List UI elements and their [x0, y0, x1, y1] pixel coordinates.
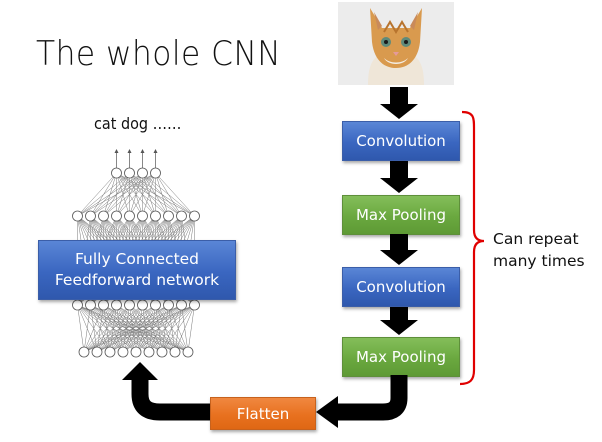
network-node [189, 210, 200, 222]
network-node [143, 346, 155, 358]
network-node [72, 210, 83, 222]
network-connection [77, 304, 98, 353]
network-node [111, 167, 122, 179]
output-arrow-head [127, 149, 132, 153]
network-node [150, 210, 161, 222]
network-connection [103, 172, 117, 217]
down-arrow-1 [380, 87, 418, 119]
network-connection [77, 172, 117, 217]
network-node [104, 346, 116, 358]
network-connection [129, 304, 189, 353]
network-node [72, 299, 83, 311]
network-node [176, 299, 187, 311]
network-connection [77, 304, 137, 353]
fc-label-line2: Feedforward network [54, 271, 220, 289]
network-connection [116, 172, 156, 217]
network-node [182, 346, 194, 358]
repeat-annotation-line1: Can repeat [493, 230, 579, 248]
repeat-annotation-line2: many times [493, 252, 585, 270]
down-arrow-3 [380, 234, 418, 265]
network-node [163, 299, 174, 311]
cat-photo-icon [338, 2, 454, 85]
network-connection [77, 304, 111, 353]
network-node [137, 167, 148, 179]
network-connection [155, 304, 189, 353]
max-pooling-block-1: Max Pooling [342, 195, 460, 235]
network-connection [142, 304, 189, 353]
network-connection [116, 304, 189, 353]
arrow-to-flatten [334, 375, 408, 421]
network-node [78, 346, 90, 358]
convolution-block-1: Convolution [342, 121, 460, 161]
network-connection [129, 172, 195, 217]
network-connection [187, 304, 195, 353]
network-connection [116, 172, 182, 217]
network-connection [181, 304, 189, 353]
output-arrow-head [140, 149, 145, 153]
network-node [130, 346, 142, 358]
network-connection [168, 304, 189, 353]
convolution-block-2: Convolution [342, 267, 460, 307]
network-node [98, 299, 109, 311]
input-image [338, 2, 454, 85]
network-connection [77, 304, 176, 353]
network-connection [90, 172, 117, 217]
network-node [176, 210, 187, 222]
network-node [150, 167, 161, 179]
down-arrow-2 [380, 161, 418, 193]
fc-label-line1: Fully Connected [74, 250, 200, 268]
network-node [137, 210, 148, 222]
network-node [117, 346, 129, 358]
max-pooling-block-2: Max Pooling [342, 337, 460, 377]
network-connection [155, 172, 195, 217]
fully-connected-block: Fully Connected Feedforward network [38, 240, 236, 300]
down-arrow-4 [380, 307, 418, 335]
output-labels: cat dog …… [94, 114, 182, 133]
network-connection [142, 172, 195, 217]
output-arrow-head [114, 149, 119, 153]
network-connection [116, 172, 143, 217]
network-node [137, 299, 148, 311]
network-connection [77, 304, 150, 353]
network-connection [77, 304, 124, 353]
repeat-annotation: Can repeat many times [493, 228, 585, 272]
output-arrow-head [153, 149, 158, 153]
network-connection [77, 304, 189, 353]
network-node [189, 299, 200, 311]
network-node [124, 299, 135, 311]
network-node [150, 299, 161, 311]
network-node [85, 299, 96, 311]
network-connection [90, 304, 189, 353]
network-connection [103, 304, 189, 353]
network-connection [116, 172, 130, 217]
network-connection [77, 304, 85, 353]
slide-title: The whole CNN [36, 34, 282, 74]
network-node [111, 299, 122, 311]
network-node [156, 346, 168, 358]
network-node [163, 210, 174, 222]
network-node [98, 210, 109, 222]
network-connection [77, 304, 163, 353]
arrow-to-network-head [122, 362, 158, 380]
arrow-to-flatten-head [316, 396, 338, 428]
network-connection [116, 172, 169, 217]
network-node [124, 210, 135, 222]
network-node [169, 346, 181, 358]
network-node [91, 346, 103, 358]
arrow-to-network [131, 378, 210, 421]
repeat-brace [459, 110, 485, 386]
network-node [111, 210, 122, 222]
flatten-block: Flatten [210, 397, 316, 430]
network-node [124, 167, 135, 179]
network-node [85, 210, 96, 222]
network-connection [116, 172, 195, 217]
